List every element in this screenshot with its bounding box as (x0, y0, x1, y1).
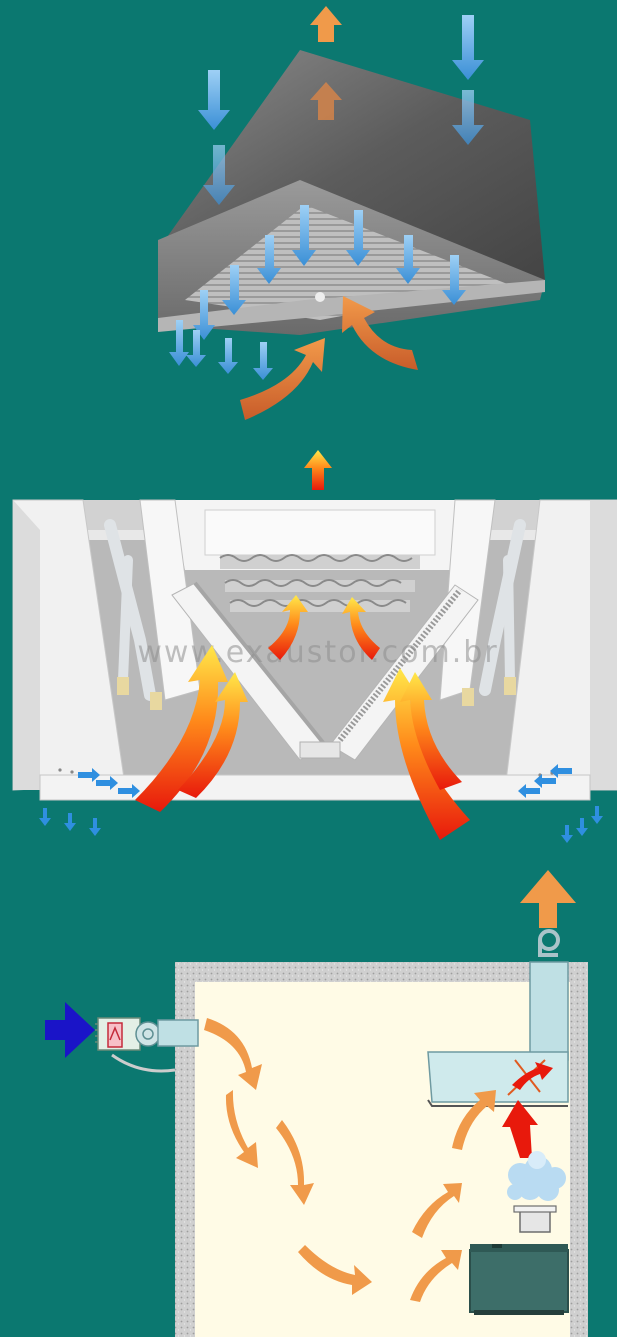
hood-light-icon (315, 292, 325, 302)
exhaust-fan-icon (540, 931, 558, 955)
hood-cross-section-panel: www.exaustor.com.br (13, 500, 617, 843)
hood-3d-panel (158, 6, 545, 420)
filter-icon (220, 555, 420, 612)
plan-hood-icon (428, 1052, 568, 1102)
transition-up-arrow-icon (304, 450, 332, 490)
supply-air-arrow-icon (45, 1002, 95, 1058)
exhaust-duct (530, 962, 568, 1060)
exhaust-up-arrow-icon (520, 870, 576, 928)
watermark-text: www.exaustor.com.br (137, 635, 498, 670)
room-plan-panel (45, 870, 588, 1337)
